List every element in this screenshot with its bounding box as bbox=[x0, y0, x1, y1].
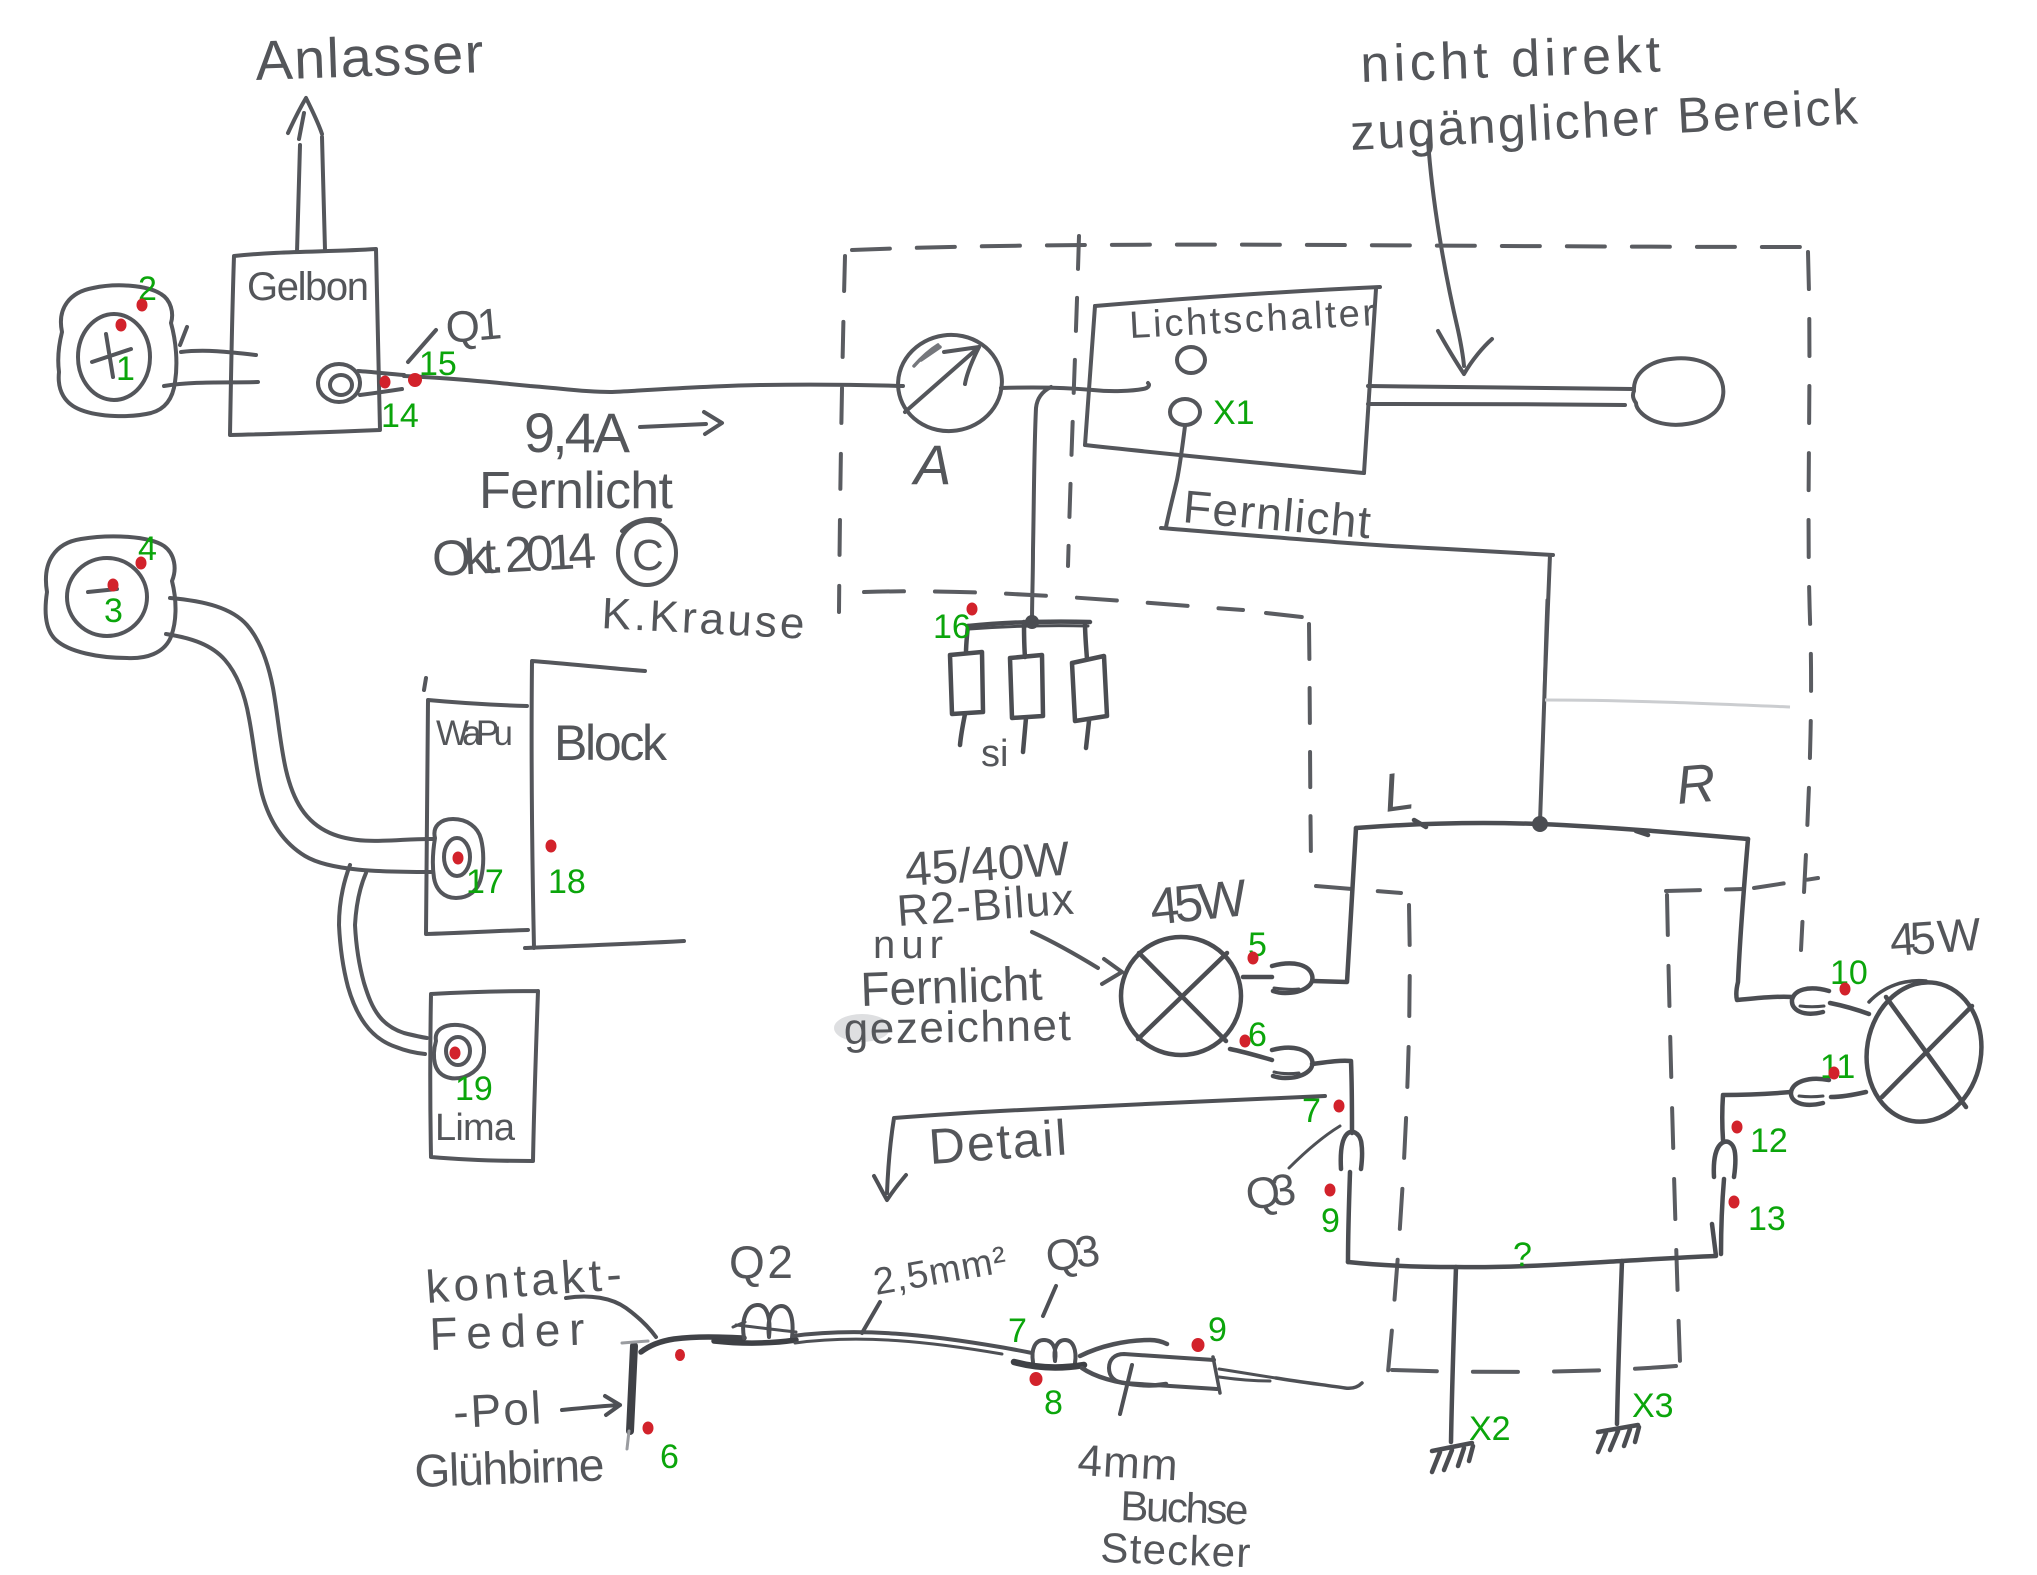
svg-text:gezeichnet: gezeichnet bbox=[843, 1001, 1071, 1054]
svg-text:Fernlicht: Fernlicht bbox=[479, 462, 674, 520]
svg-text:6: 6 bbox=[1248, 1016, 1267, 1054]
svg-text:11: 11 bbox=[1820, 1048, 1855, 1086]
svg-text:Fernlicht: Fernlicht bbox=[860, 958, 1044, 1017]
svg-text:nur: nur bbox=[873, 923, 943, 967]
svg-text:Block: Block bbox=[554, 715, 668, 771]
svg-text:Buchse: Buchse bbox=[1120, 1482, 1250, 1533]
svg-text:Glühbirne: Glühbirne bbox=[414, 1438, 606, 1497]
svg-text:9: 9 bbox=[1321, 1202, 1340, 1240]
svg-text:15: 15 bbox=[419, 345, 457, 383]
svg-text:2: 2 bbox=[138, 270, 157, 308]
svg-text:12: 12 bbox=[1750, 1122, 1788, 1160]
svg-text:Lima: Lima bbox=[435, 1107, 516, 1149]
svg-text:9,4A: 9,4A bbox=[524, 401, 631, 464]
svg-text:Anlasser: Anlasser bbox=[254, 21, 484, 92]
svg-text:Stecker: Stecker bbox=[1100, 1524, 1252, 1575]
svg-text:X1: X1 bbox=[1213, 394, 1255, 432]
svg-text:8: 8 bbox=[1044, 1384, 1063, 1422]
svg-text:Detail: Detail bbox=[927, 1109, 1069, 1174]
svg-text:WaPu: WaPu bbox=[436, 714, 513, 753]
svg-text:9: 9 bbox=[1208, 1311, 1227, 1349]
svg-text:45/40W: 45/40W bbox=[903, 833, 1072, 897]
svg-text:Q3: Q3 bbox=[1043, 1226, 1103, 1282]
svg-text:-Pol: -Pol bbox=[452, 1381, 543, 1438]
svg-text:Okt. 2014: Okt. 2014 bbox=[431, 522, 598, 587]
svg-text:1: 1 bbox=[116, 350, 135, 388]
svg-text:7: 7 bbox=[1302, 1092, 1321, 1130]
svg-text:si: si bbox=[981, 733, 1008, 775]
svg-text:6: 6 bbox=[660, 1438, 679, 1476]
svg-text:?: ? bbox=[1513, 1236, 1532, 1274]
svg-text:45W: 45W bbox=[1147, 869, 1250, 937]
svg-text:19: 19 bbox=[455, 1070, 493, 1108]
svg-text:13: 13 bbox=[1748, 1200, 1786, 1238]
svg-text:A: A bbox=[911, 433, 951, 496]
svg-text:14: 14 bbox=[381, 397, 419, 435]
svg-text:C: C bbox=[632, 531, 664, 580]
svg-text:45 W: 45 W bbox=[1888, 908, 1983, 966]
svg-text:K.Krause: K.Krause bbox=[600, 589, 805, 649]
svg-text:X2: X2 bbox=[1469, 1410, 1511, 1448]
svg-text:16: 16 bbox=[933, 608, 971, 646]
svg-text:4mm: 4mm bbox=[1076, 1436, 1178, 1490]
svg-text:7: 7 bbox=[1008, 1312, 1027, 1350]
svg-text:17: 17 bbox=[466, 863, 504, 901]
svg-text:3: 3 bbox=[104, 592, 123, 630]
svg-text:R: R bbox=[1674, 753, 1718, 816]
svg-text:X3: X3 bbox=[1632, 1387, 1674, 1425]
svg-text:Q1: Q1 bbox=[444, 299, 504, 353]
svg-text:Feder: Feder bbox=[429, 1303, 586, 1360]
svg-text:Gelbon: Gelbon bbox=[247, 265, 369, 309]
svg-text:Q2: Q2 bbox=[729, 1236, 793, 1288]
svg-text:Q3: Q3 bbox=[1243, 1164, 1299, 1219]
svg-text:18: 18 bbox=[548, 863, 586, 901]
